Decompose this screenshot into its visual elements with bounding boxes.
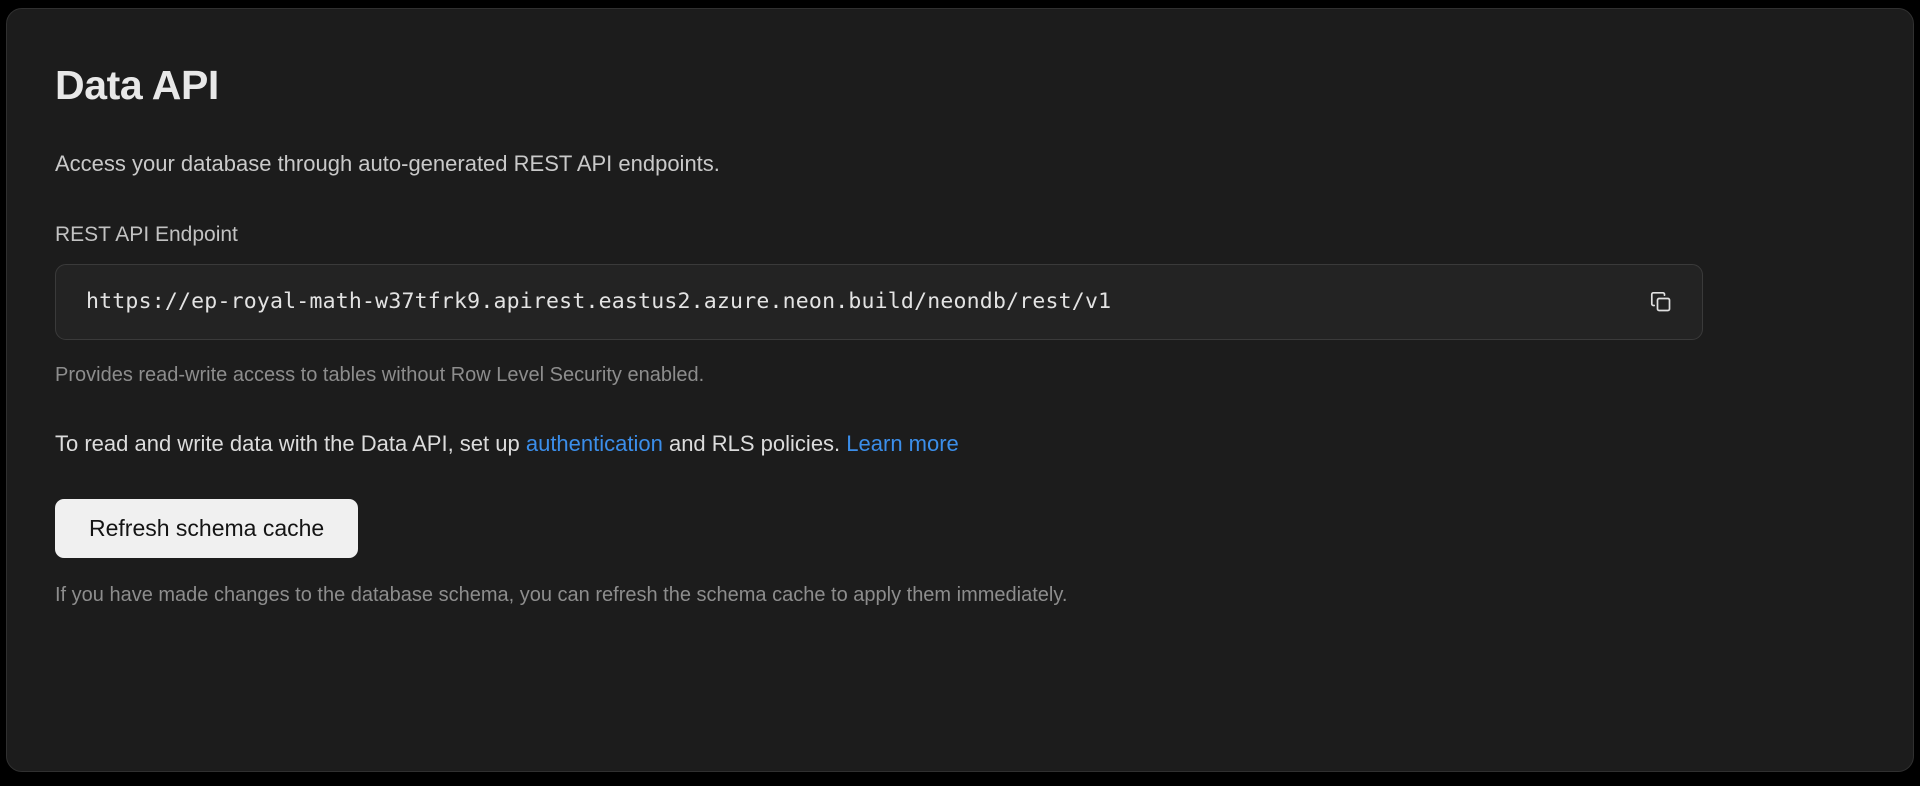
endpoint-helper-text: Provides read-write access to tables wit…: [55, 363, 705, 386]
page-subtitle: Access your database through auto-genera…: [55, 151, 720, 177]
authentication-link[interactable]: authentication: [525, 430, 663, 456]
rest-api-endpoint-field[interactable]: https://ep-royal-math-w37tfrk9.apirest.e…: [55, 263, 1703, 340]
refresh-schema-footnote: If you have made changes to the database…: [55, 584, 1068, 607]
learn-more-link[interactable]: Learn more: [846, 430, 959, 456]
rest-api-endpoint-label: REST API Endpoint: [55, 222, 238, 246]
copy-icon: [1648, 289, 1674, 315]
page-title: Data API: [55, 62, 219, 108]
rest-api-endpoint-value[interactable]: https://ep-royal-math-w37tfrk9.apirest.e…: [86, 289, 1112, 315]
data-api-card: Data API Access your database through au…: [6, 8, 1914, 772]
refresh-schema-cache-button[interactable]: Refresh schema cache: [55, 499, 359, 559]
rls-info-paragraph: To read and write data with the Data API…: [55, 430, 1865, 459]
copy-endpoint-button[interactable]: [1640, 281, 1682, 323]
info-middle-text: and RLS policies.: [662, 430, 847, 456]
info-prefix-text: To read and write data with the Data API…: [55, 430, 526, 456]
